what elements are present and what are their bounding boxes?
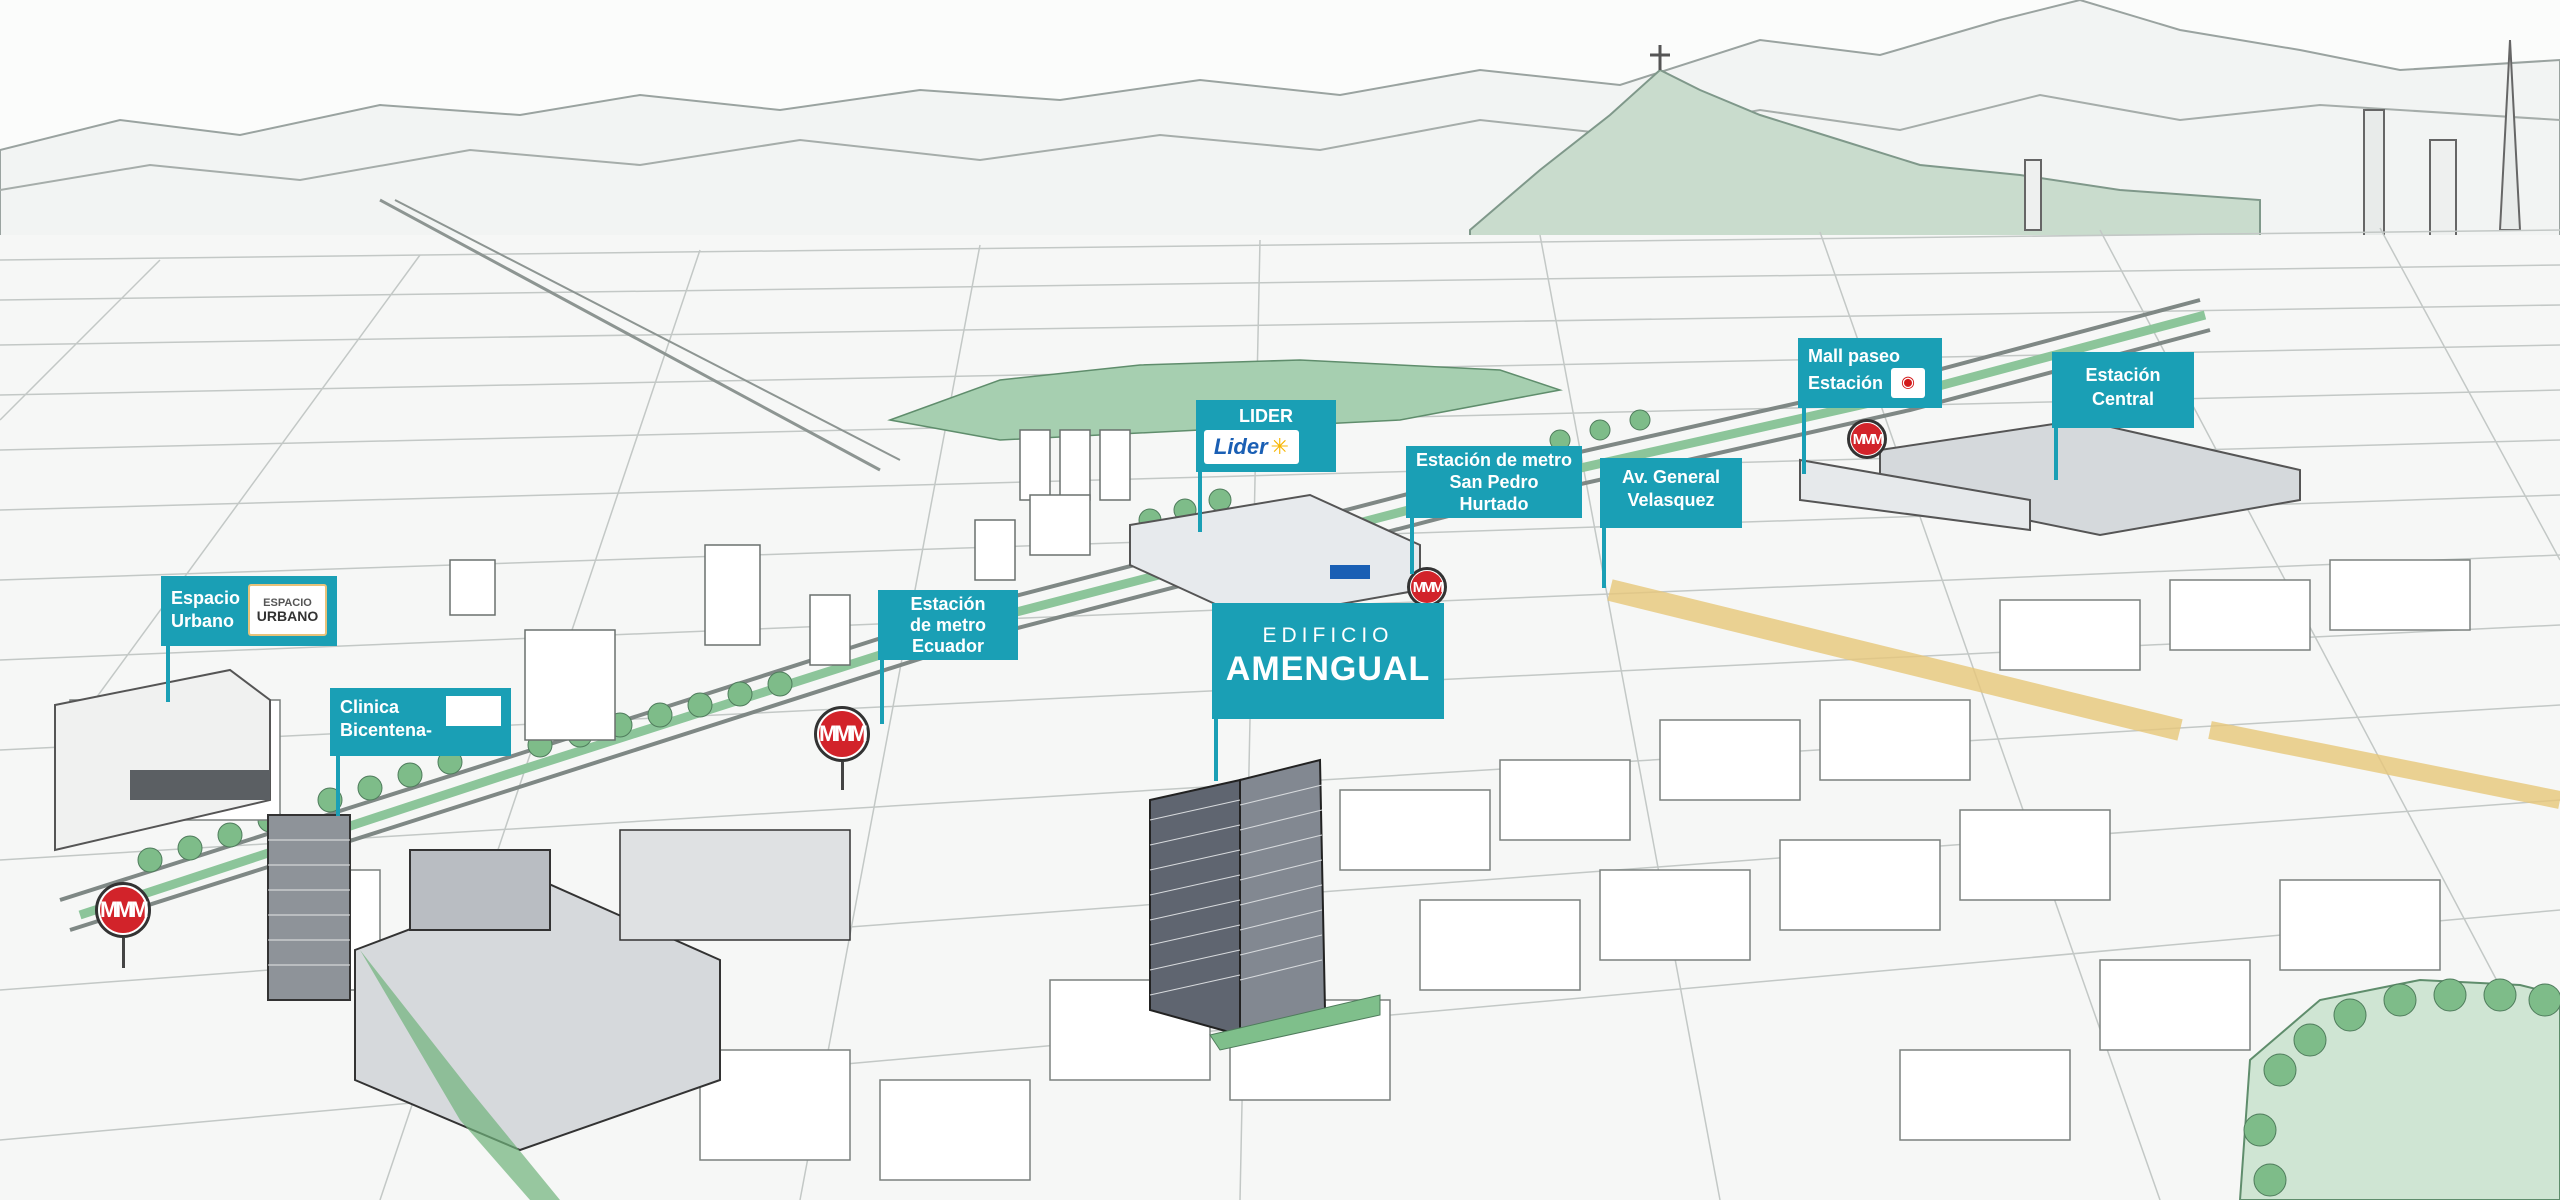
label-clinica: Clinica Bicentena- — [330, 688, 511, 756]
metro-logo: MMM — [100, 887, 149, 933]
metro-logo: MMM — [819, 711, 868, 757]
metro-logo: MMM — [1411, 571, 1444, 603]
logo-text: ESPACIO — [263, 597, 312, 609]
mall-logo-icon: ◉ — [1891, 368, 1926, 398]
label-text: Hurtado — [1459, 494, 1529, 514]
label-text: Estación — [1808, 373, 1884, 393]
building-title: AMENGUAL — [1225, 650, 1431, 688]
label-text: Estación de metro — [1415, 450, 1573, 470]
label-pointer — [2054, 428, 2058, 480]
edificio-amengual-tag: EDIFICIO AMENGUAL — [1212, 603, 1444, 719]
label-pointer — [1198, 472, 1202, 532]
metro-icon: MMM — [95, 882, 151, 938]
label-estacion-central: Estación Central — [2052, 352, 2194, 428]
label-text: Clinica — [340, 697, 400, 717]
label-estacion-ecuador: Estación de metro Ecuador — [878, 590, 1018, 660]
espacio-urbano-mall — [54, 668, 271, 852]
logo-text: URBANO — [256, 608, 319, 624]
label-text: Velasquez — [1627, 490, 1715, 510]
logo-text: Lider — [1213, 434, 1268, 459]
label-mall-paseo-estacion: Mall paseo Estación ◉ — [1798, 338, 1942, 408]
label-text: Bicentena- — [340, 720, 433, 740]
building-subtitle: EDIFICIO — [1262, 624, 1394, 647]
label-text: Estación — [2085, 365, 2161, 385]
label-text: de metro — [909, 615, 987, 635]
metro-pole — [122, 938, 125, 968]
amengual-tower — [1149, 778, 1241, 1037]
label-pointer — [880, 660, 884, 724]
label-text: Mall paseo — [1808, 346, 1901, 366]
espacio-urbano-logo: ESPACIO URBANO — [248, 584, 327, 636]
label-text: Av. General — [1621, 467, 1721, 487]
clinica-tower — [267, 814, 351, 1001]
label-pointer — [1410, 518, 1414, 574]
metro-pole — [841, 762, 844, 790]
label-espacio-urbano: Espacio Urbano ESPACIO URBANO — [161, 576, 337, 646]
label-text: Urbano — [171, 611, 234, 631]
label-estacion-san-pedro: Estación de metro San Pedro Hurtado — [1406, 446, 1582, 518]
metro-icon: MMM — [814, 706, 870, 762]
label-av-general-velasquez: Av. General Velasquez — [1600, 458, 1742, 528]
label-text: Estación — [910, 594, 986, 614]
logo-placeholder — [446, 696, 501, 726]
metro-icon: MMM — [1847, 419, 1887, 459]
label-text: Espacio — [171, 588, 241, 608]
label-text: LIDER — [1239, 406, 1293, 426]
highway — [379, 198, 881, 472]
avenue-velasquez — [1607, 579, 2183, 741]
label-pointer — [1214, 719, 1218, 781]
label-text: Central — [2091, 389, 2154, 409]
metro-logo: MMM — [1851, 423, 1884, 455]
label-pointer — [336, 756, 340, 816]
lider-logo: Lider ✳ — [1204, 430, 1299, 464]
label-text: Ecuador — [911, 636, 985, 656]
label-pointer — [1602, 528, 1606, 588]
label-lider: LIDER Lider ✳ — [1196, 400, 1336, 472]
label-pointer — [1802, 408, 1806, 474]
label-text: San Pedro — [1449, 472, 1539, 492]
label-pointer — [166, 646, 170, 702]
walmart-spark-icon: ✳ — [1270, 434, 1290, 459]
